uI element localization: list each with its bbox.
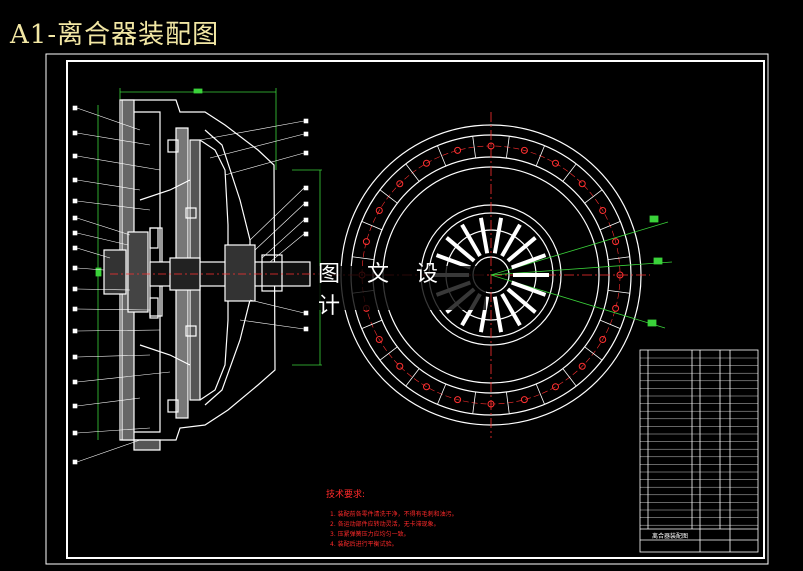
segment-divider	[472, 136, 476, 159]
leader-lines-left	[72, 105, 171, 465]
diaphragm-finger	[478, 217, 490, 254]
bolt-hole	[375, 207, 383, 214]
bolt-hole	[487, 400, 495, 408]
bolt-hole	[599, 207, 607, 214]
segment-divider	[562, 368, 577, 387]
segment-divider	[584, 346, 603, 361]
drawing-title: A1-离合器装配图	[10, 20, 220, 50]
diaphragm-finger	[506, 236, 537, 263]
bolt-hole	[375, 336, 383, 343]
bolt-hole	[362, 238, 370, 246]
bolt-hole	[616, 271, 624, 279]
segment-divider	[352, 256, 375, 260]
bolt-hole	[612, 238, 620, 246]
title-block-drawing-name: 离合器装配图	[652, 532, 688, 540]
technical-notes: 技术要求: 1. 装配前各零件清洗干净，不得有毛刺和油污。 2. 各运动部件应转…	[326, 488, 458, 548]
diaphragm-finger	[492, 217, 504, 254]
notes-heading: 技术要求:	[326, 488, 365, 500]
clutch-section-view	[95, 88, 322, 451]
leader-lines-right	[199, 118, 309, 332]
segment-divider	[379, 189, 398, 204]
segment-divider	[584, 189, 603, 204]
segment-divider	[379, 346, 398, 361]
bolt-hole	[454, 396, 462, 404]
bolt-hole	[423, 383, 430, 391]
segment-divider	[506, 136, 510, 159]
note-item: 2. 各运动部件应转动灵活，无卡滞现象。	[330, 520, 440, 528]
note-item: 4. 装配后进行平衡试验。	[330, 540, 398, 548]
bolt-hole	[396, 180, 404, 188]
segment-divider	[607, 256, 630, 260]
bolt-hole	[487, 142, 495, 150]
bolt-hole	[520, 396, 528, 404]
segment-divider	[361, 221, 383, 231]
diaphragm-finger	[500, 223, 522, 257]
bolt-hole	[454, 146, 462, 154]
segment-divider	[535, 383, 545, 405]
diaphragm-slots	[433, 217, 549, 333]
segment-divider	[599, 221, 621, 231]
note-item: 1. 装配前各零件清洗干净，不得有毛刺和油污。	[330, 510, 458, 518]
bolt-hole	[612, 304, 620, 312]
diaphragm-finger	[510, 280, 547, 297]
segment-divider	[562, 163, 577, 182]
segment-divider	[535, 145, 545, 167]
diaphragm-finger	[435, 253, 472, 270]
title-block	[639, 349, 759, 553]
diaphragm-finger	[460, 223, 482, 257]
outer-frame	[45, 53, 769, 565]
inner-frame	[66, 60, 765, 559]
watermark: 图 文 设 计	[318, 262, 486, 319]
segment-divider	[405, 163, 420, 182]
segment-divider	[472, 391, 476, 414]
segment-divider	[437, 145, 447, 167]
note-item: 3. 压紧弹簧压力应均匀一致。	[330, 530, 410, 538]
bolt-hole	[578, 180, 586, 188]
segment-divider	[607, 290, 630, 294]
bolt-hole	[423, 159, 430, 167]
diaphragm-finger	[492, 296, 504, 333]
segment-divider	[405, 368, 420, 387]
bolt-hole	[520, 146, 528, 154]
diaphragm-finger	[445, 236, 476, 263]
bolt-hole	[578, 362, 586, 370]
segment-divider	[506, 391, 510, 414]
diaphragm-finger	[506, 287, 537, 314]
diaphragm-finger	[500, 293, 522, 327]
segment-divider	[437, 383, 447, 405]
bolt-hole	[599, 336, 607, 343]
bolt-hole	[396, 362, 404, 370]
diaphragm-finger	[510, 253, 547, 270]
bolt-hole	[552, 383, 559, 391]
bolt-hole	[552, 159, 559, 167]
segment-divider	[361, 319, 383, 329]
segment-divider	[599, 319, 621, 329]
diaphragm-finger	[478, 296, 490, 333]
